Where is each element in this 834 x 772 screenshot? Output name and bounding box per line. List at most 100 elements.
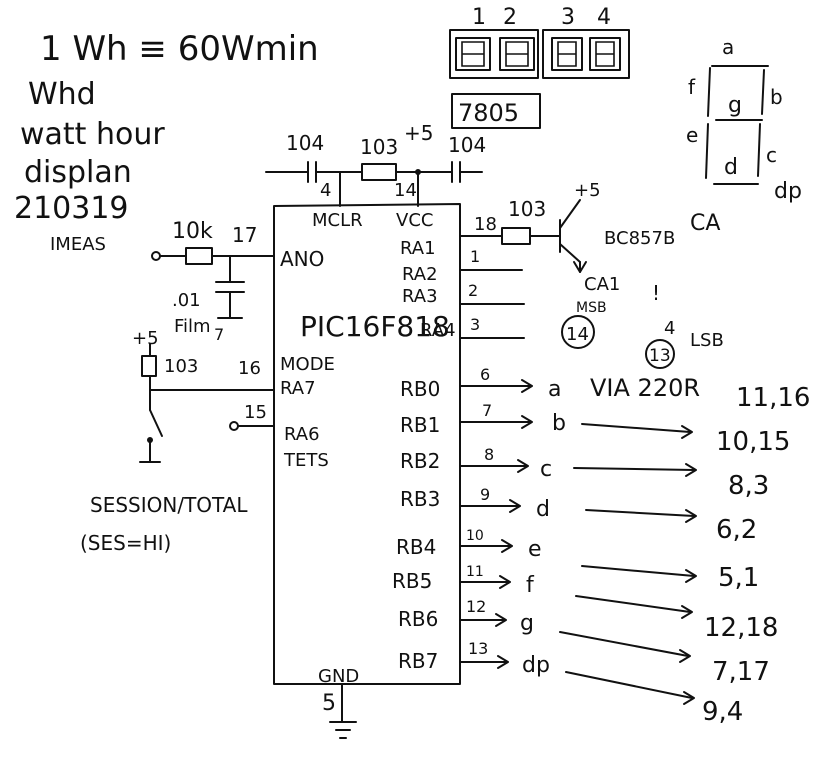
pin-ano-label: ANO [280, 247, 324, 271]
digit-label-1: 1 [472, 5, 486, 30]
lsb-digit: 4 [664, 318, 675, 339]
mode-label-2: (SES=HI) [80, 531, 171, 555]
display-pins-dp: 9,4 [702, 697, 743, 727]
seg-out-g: g [520, 611, 534, 636]
pin-rb2-label: RB2 [400, 449, 440, 473]
pin-vcc-label: VCC [396, 210, 433, 231]
mode-switch: +5 103 16 15 SESSION/TOTAL (SES=HI) [80, 328, 275, 555]
rb-pin-0: 6 [480, 365, 490, 384]
msb-label: MSB [576, 300, 607, 316]
transistor-part: BC857B [604, 228, 675, 249]
resistor-top [361, 163, 397, 181]
pin-ra1-label: RA1 [400, 238, 436, 259]
seg-key-f: f [688, 75, 696, 99]
base-resistor [501, 227, 531, 245]
seg-key-ca: CA [690, 211, 720, 236]
digit-4-segments [595, 41, 615, 67]
rb-pin-1: 7 [482, 401, 492, 420]
seg-out-e: e [528, 537, 542, 562]
supply-rail: 104 103 +5 104 4 14 [265, 121, 486, 207]
regulator-label: 7805 [458, 99, 519, 127]
chip-part-label: PIC16F818 [300, 310, 450, 343]
pin-16-number: 16 [238, 358, 261, 379]
display-pins-b: 10,15 [716, 427, 790, 457]
note-line-2: Whd [28, 77, 96, 112]
input-cap-value: .01 [172, 290, 201, 311]
digit-4-frame [589, 37, 621, 71]
segment-key: a f b g e c d dp CA [686, 35, 802, 236]
seg-out-b: b [552, 411, 566, 436]
pin-15-terminal [229, 421, 239, 431]
warning-mark: ! [652, 281, 660, 305]
note-line-3: watt hour [20, 117, 165, 152]
pin-tets-label: TETS [283, 450, 329, 471]
digit-2-frame [499, 37, 535, 71]
pin-rb7-label: RB7 [398, 649, 438, 673]
ra-wires: 1 2 3 [459, 247, 525, 339]
pin-rb6-label: RB6 [398, 607, 438, 631]
pin-18-number: 18 [474, 214, 497, 235]
regulator-box [451, 93, 541, 129]
mode-supply-label: +5 [132, 328, 159, 349]
pin-ra4-label: RA4 [420, 320, 456, 341]
base-resistor-value: 103 [508, 197, 546, 221]
seg-key-a: a [722, 35, 734, 59]
display-pins-e: 5,1 [718, 563, 759, 593]
pin-ra2-label: RA2 [402, 264, 438, 285]
seg-key-b: b [770, 85, 783, 109]
seg-out-dp: dp [522, 653, 550, 678]
rb-pin-6: 12 [466, 597, 486, 616]
note-line-5: 210319 [14, 191, 129, 226]
ra-pin-1: 1 [470, 247, 480, 266]
mode-label-1: SESSION/TOTAL [90, 493, 248, 517]
input-cap-type: Film [174, 316, 211, 337]
input-label: IMEAS [50, 234, 106, 255]
gnd-pin-number: 5 [322, 691, 336, 716]
pic-chip: PIC16F818 MCLR VCC ANO RA1 RA2 RA3 RA4 M… [273, 203, 461, 687]
seg-key-e: e [686, 123, 698, 147]
display-pins-g: 7,17 [712, 657, 770, 687]
rb-pin-7: 13 [468, 639, 488, 658]
display-pins-f: 12,18 [704, 613, 778, 643]
display-pins-c: 8,3 [728, 471, 769, 501]
lsb-label: LSB [690, 330, 724, 351]
pin-rb4-label: RB4 [396, 535, 436, 559]
digit-1-segments [461, 41, 485, 67]
digit-label-2: 2 [503, 5, 517, 30]
rb-pin-2: 8 [484, 445, 494, 464]
digit-3-frame [551, 37, 583, 71]
cap-right-value: 104 [448, 133, 486, 157]
pin-15-number: 15 [244, 402, 267, 423]
lsb-pin: 13 [649, 346, 671, 366]
seg-key-g: g [728, 93, 742, 118]
notes: 1 Wh ≡ 60Wmin Whd watt hour displan 2103… [14, 29, 319, 226]
digit-label-4: 4 [597, 5, 611, 30]
supply-label-top: +5 [404, 121, 433, 145]
input-resistor-value: 10k [172, 219, 213, 244]
rb-pin-5: 11 [466, 564, 484, 580]
chip-outline [273, 203, 461, 685]
via-label: VIA 220R [590, 374, 700, 402]
cai-label: CA1 [584, 274, 620, 295]
pin-ra3-label: RA3 [402, 286, 438, 307]
pullup-resistor [141, 355, 157, 377]
digit-3-segments [557, 41, 577, 67]
seg-key-c: c [766, 143, 777, 167]
pin-ra7-label: RA7 [280, 378, 316, 399]
rb-pin-4: 10 [466, 528, 484, 544]
pin-gnd-label: GND [318, 666, 359, 687]
ground: 5 [322, 683, 357, 739]
switch-contact [147, 437, 153, 443]
seg-out-a: a [548, 377, 561, 402]
input-terminal [151, 251, 161, 261]
display-module-left [449, 29, 539, 79]
seg-key-dp: dp [774, 179, 802, 204]
seg-out-f: f [526, 573, 535, 598]
pin-rb0-label: RB0 [400, 377, 440, 401]
display-module-right [542, 29, 630, 79]
resistor-top-value: 103 [360, 135, 398, 159]
display-modules: 1 2 3 4 7805 [449, 5, 630, 129]
pin-ra6-label: RA6 [284, 424, 320, 445]
input-resistor [185, 247, 213, 265]
